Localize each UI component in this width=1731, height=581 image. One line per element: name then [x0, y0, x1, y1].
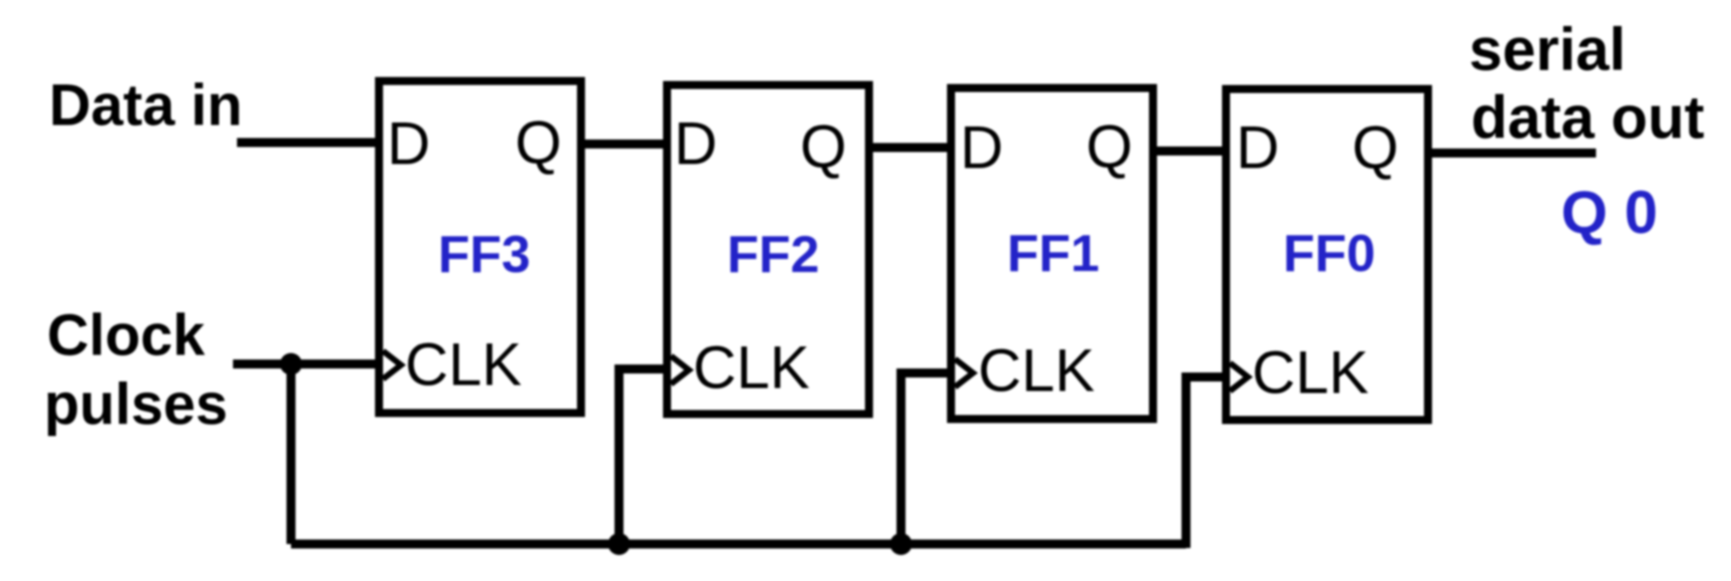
svg-text:pulses: pulses	[44, 372, 228, 437]
svg-text:FF0: FF0	[1283, 225, 1375, 283]
svg-text:FF1: FF1	[1007, 225, 1099, 283]
svg-text:FF2: FF2	[727, 226, 819, 284]
svg-text:serial: serial	[1469, 16, 1626, 83]
svg-text:D: D	[960, 114, 1003, 181]
svg-text:CLK: CLK	[1252, 339, 1369, 406]
svg-text:Q 0: Q 0	[1561, 179, 1658, 246]
svg-text:Q: Q	[1352, 114, 1399, 181]
svg-text:FF3: FF3	[438, 226, 530, 284]
svg-text:CLK: CLK	[978, 337, 1095, 404]
svg-text:Clock: Clock	[47, 303, 206, 368]
svg-text:D: D	[387, 110, 430, 177]
svg-text:Q: Q	[800, 113, 847, 180]
svg-text:data out: data out	[1471, 84, 1704, 151]
svg-text:D: D	[674, 110, 717, 177]
svg-text:Data in: Data in	[49, 73, 242, 138]
svg-text:Q: Q	[1086, 113, 1133, 180]
svg-text:Q: Q	[515, 109, 562, 176]
svg-text:CLK: CLK	[693, 334, 810, 401]
svg-text:CLK: CLK	[405, 331, 522, 398]
svg-text:D: D	[1236, 114, 1279, 181]
